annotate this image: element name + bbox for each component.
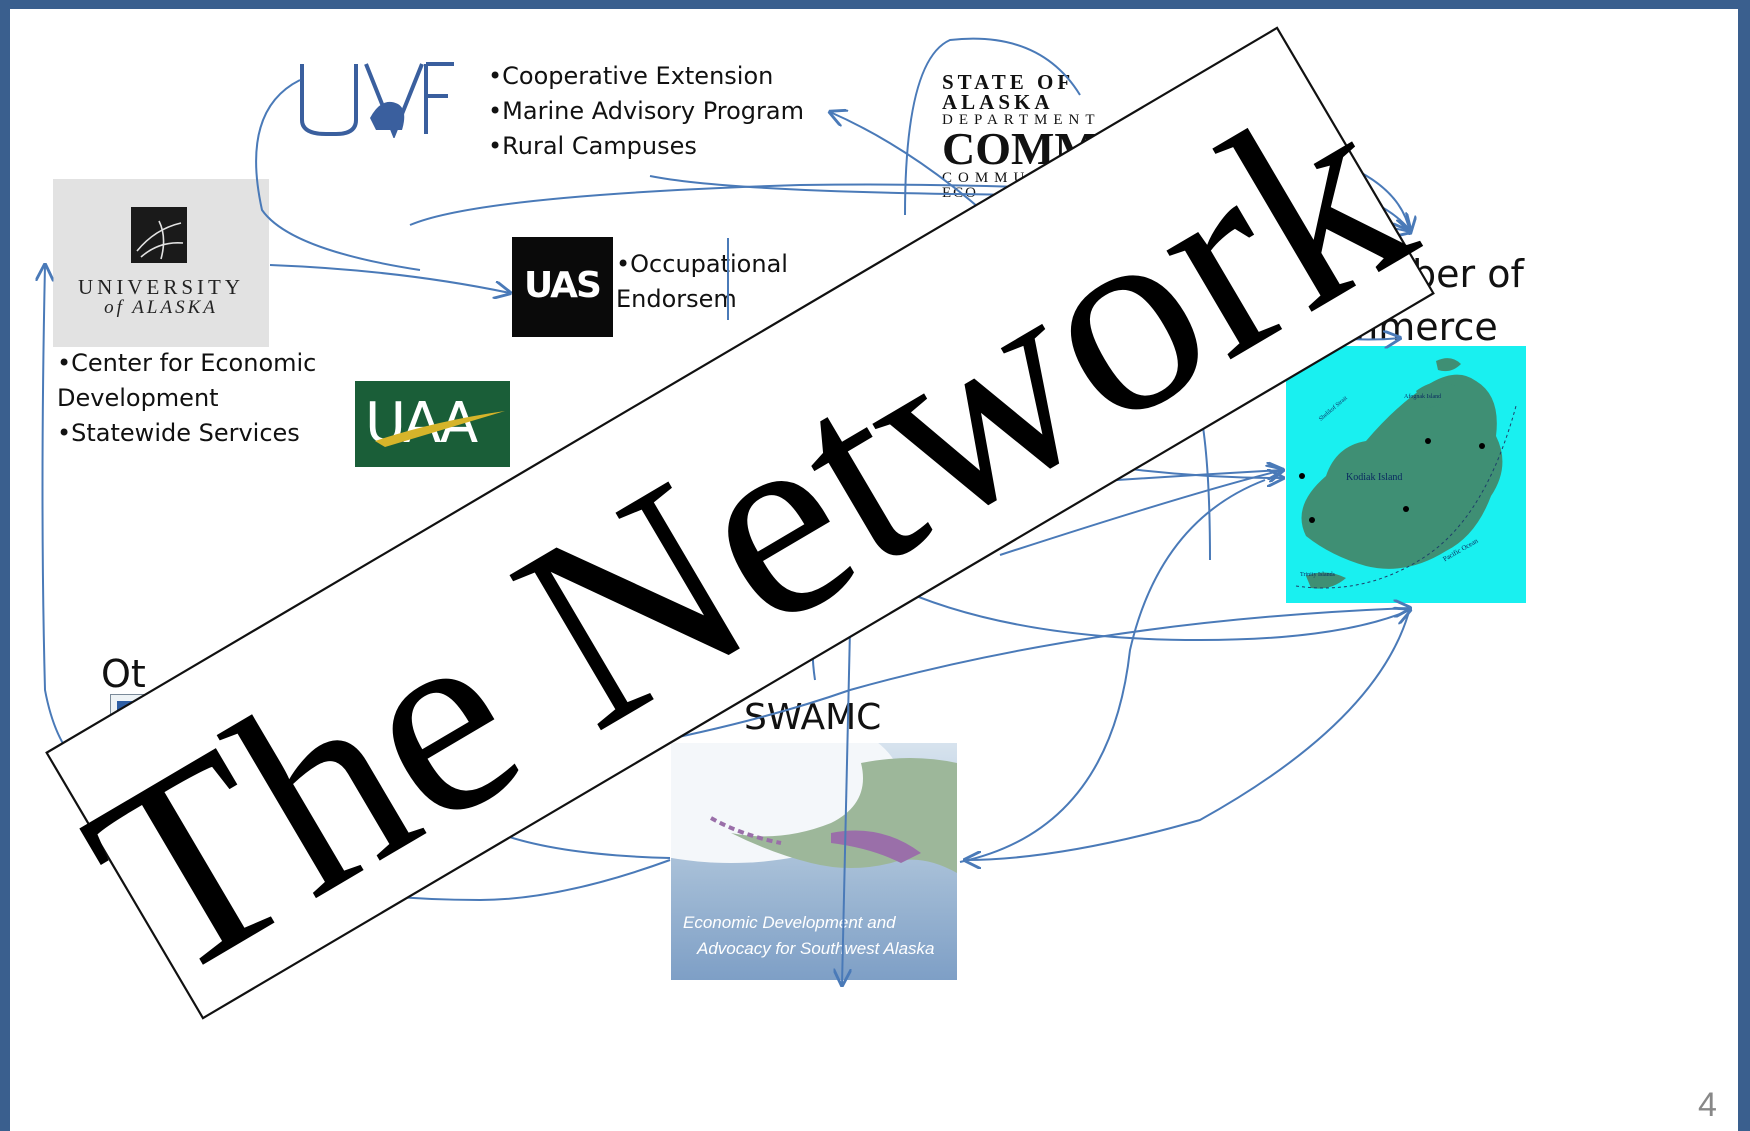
uaf-program: •Rural Campuses: [488, 132, 697, 160]
trinity-islands-label: Trinity Islands: [1300, 572, 1335, 578]
uaf-program: •Cooperative Extension: [488, 62, 774, 90]
uas-logo: UAS: [512, 237, 613, 337]
uas-logo-text: UAS: [524, 265, 602, 306]
page-number: 4: [1698, 1086, 1717, 1124]
uas-program: Endorsem: [616, 285, 737, 313]
uaf-program-list: •Cooperative Extension •Marine Advisory …: [488, 59, 804, 164]
kodiak-map-graphic: [1295, 358, 1517, 589]
banner-title: The Network: [43, 36, 1454, 1038]
swamc-caption-line2: Advocacy for Southwest Alaska: [697, 939, 935, 958]
uas-program: •Occupational: [616, 250, 788, 278]
kodiak-island-map: Kodiak Island Shelikof Strait Pacific Oc…: [1286, 346, 1526, 603]
uaa-swoosh-icon: [375, 411, 505, 447]
university-emblem-icon: [131, 207, 187, 263]
kodiak-island-label: Kodiak Island: [1346, 472, 1403, 483]
afognak-island-label: Afognak Island: [1404, 394, 1442, 400]
banner-box: [45, 26, 1435, 1020]
uaf-program: •Marine Advisory Program: [488, 97, 804, 125]
uaa-logo: UAA: [355, 381, 510, 467]
uas-program-list: •Occupational Endorsem: [616, 247, 788, 317]
of-alaska-line: of ALASKA: [104, 297, 218, 318]
